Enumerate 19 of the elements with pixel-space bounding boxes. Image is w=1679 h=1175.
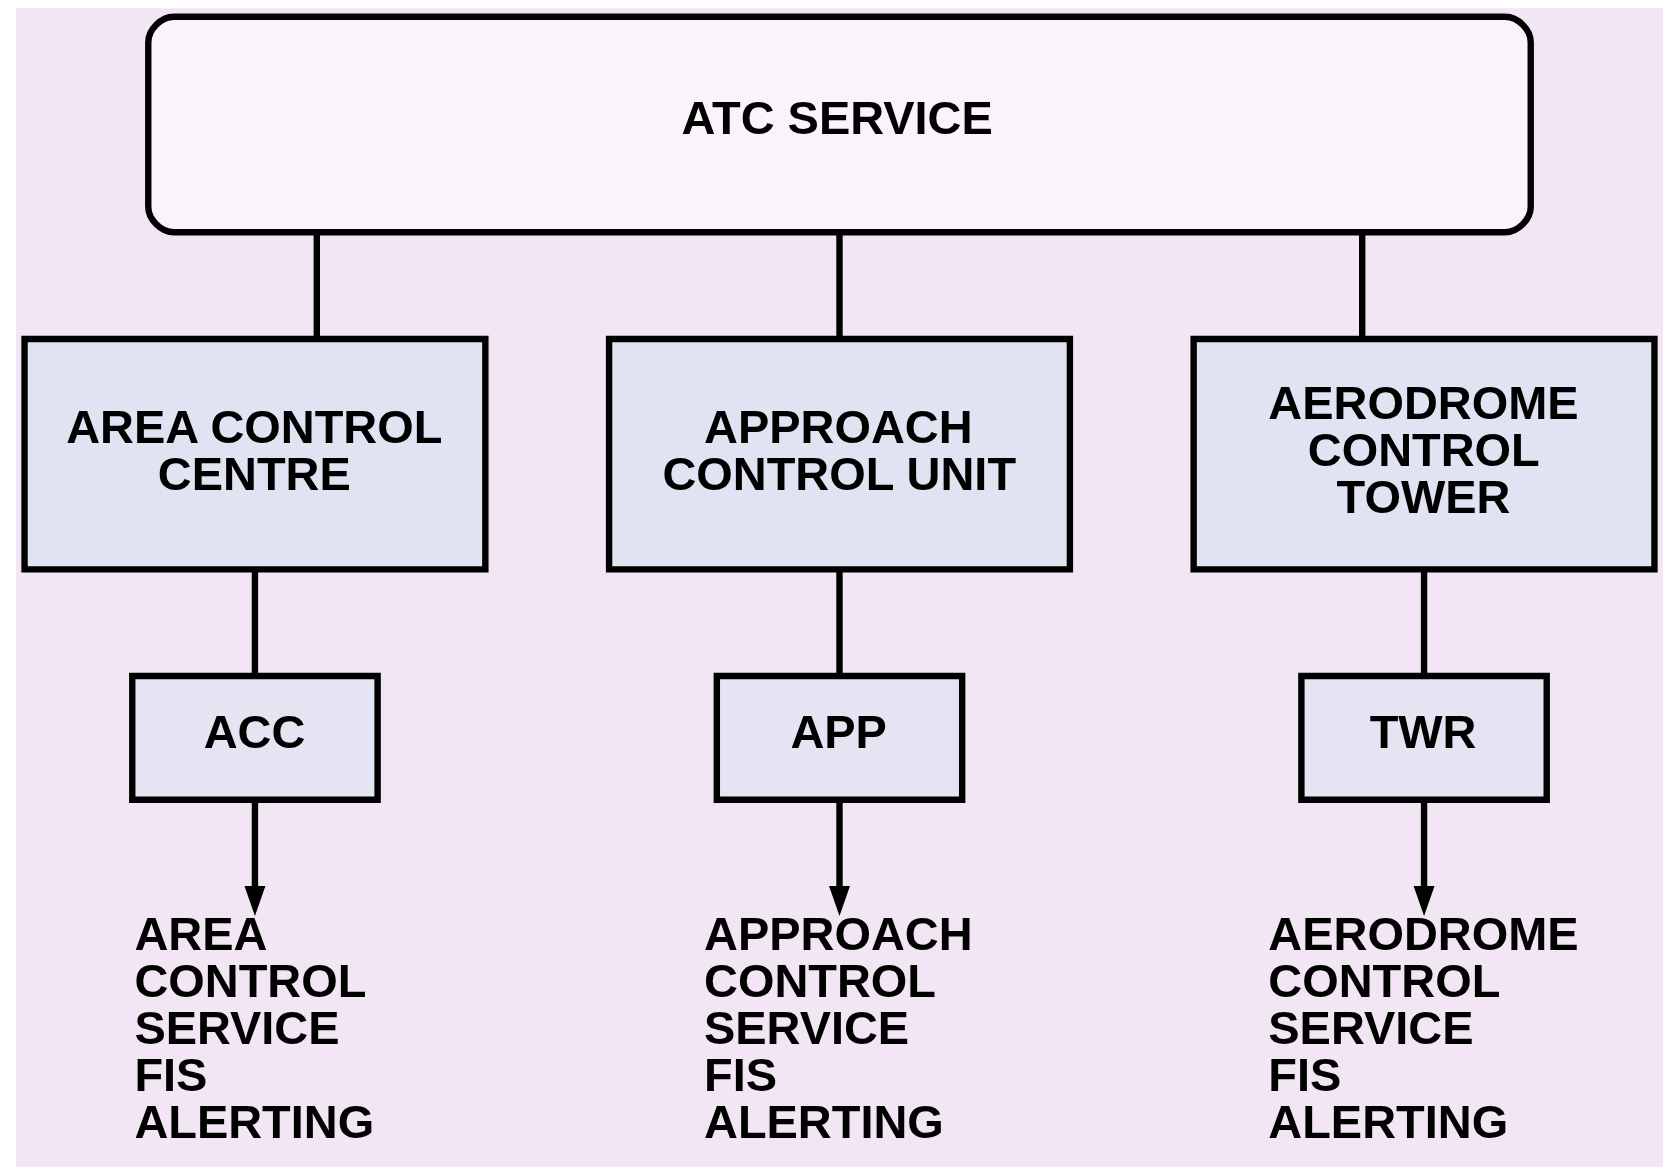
node-box: TWR — [1298, 672, 1550, 803]
connector — [1359, 232, 1366, 339]
node-text: APPROACH CONTROL SERVICE FIS ALERTING — [704, 908, 973, 1149]
node-box: AERODROME CONTROL TOWER — [1190, 335, 1658, 573]
node-box: ACC — [129, 672, 381, 803]
node-box: APPROACH CONTROL UNIT — [605, 335, 1074, 573]
connector — [836, 232, 843, 339]
arrow — [1413, 800, 1435, 916]
node-box: ATC SERVICE — [145, 13, 1534, 236]
connector — [1420, 569, 1428, 676]
node-text: AREA CONTROL SERVICE FIS ALERTING — [134, 908, 375, 1149]
connector — [836, 569, 843, 676]
connector — [251, 569, 259, 676]
node-box: APP — [713, 672, 966, 803]
node-box: AREA CONTROL CENTRE — [21, 335, 489, 573]
arrow — [829, 800, 850, 916]
connector — [313, 232, 320, 339]
arrow — [244, 800, 266, 916]
node-text: AERODROME CONTROL SERVICE FIS ALERTING — [1268, 908, 1579, 1149]
